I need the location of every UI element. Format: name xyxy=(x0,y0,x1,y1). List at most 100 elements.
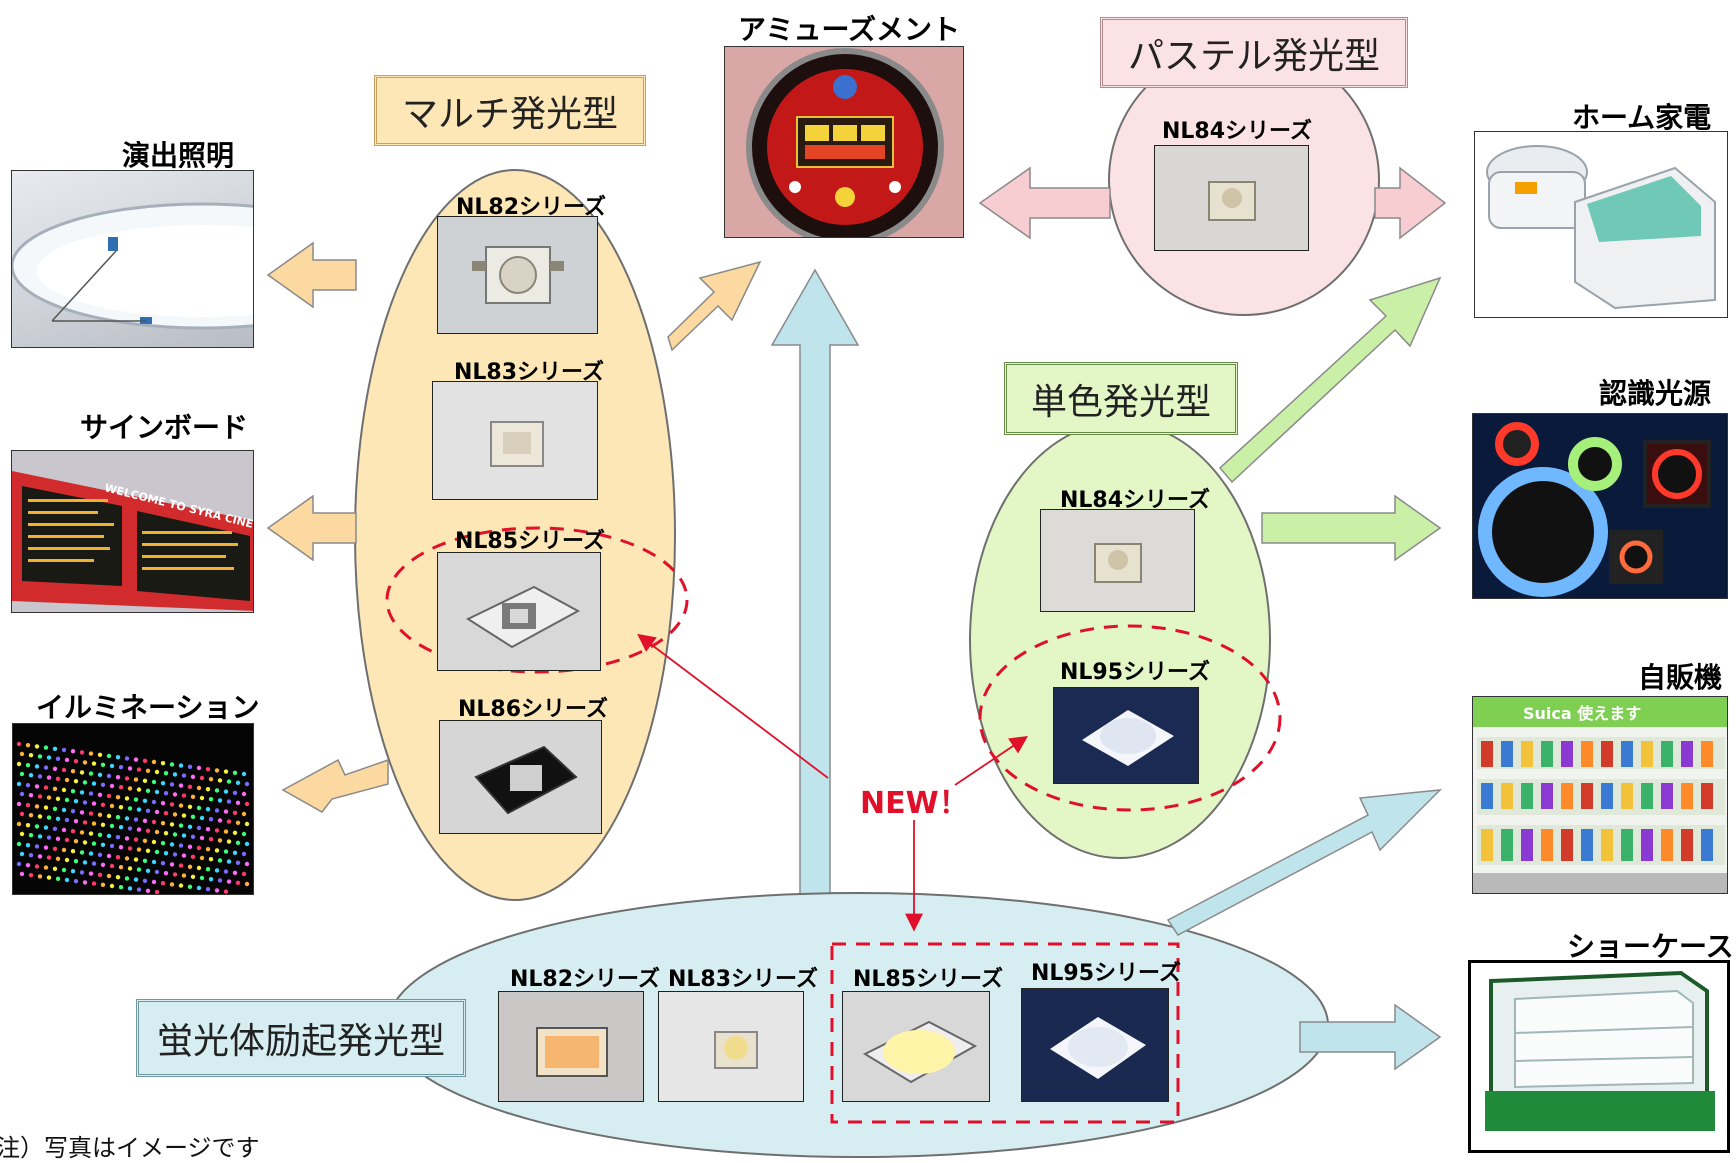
led-dot xyxy=(88,771,94,776)
led-dot xyxy=(244,841,250,847)
category-pastel-label: パステル発光型 xyxy=(1127,35,1380,77)
led-dot xyxy=(97,752,103,757)
photo-home-appliance xyxy=(1474,131,1728,318)
led-dot xyxy=(91,801,97,806)
led-dot xyxy=(223,869,229,874)
arrow-pastel-to-amusement xyxy=(978,166,1111,240)
led-dot xyxy=(61,787,67,793)
led-dot xyxy=(223,849,229,854)
led-dot xyxy=(196,885,202,891)
led-dot xyxy=(46,795,52,800)
led-dot xyxy=(145,788,151,793)
led-dot xyxy=(106,833,112,839)
led-dot xyxy=(217,818,223,823)
led-dot xyxy=(28,773,34,778)
vending-item xyxy=(1481,741,1493,767)
led-dot xyxy=(124,876,130,881)
led-dot xyxy=(154,769,160,775)
led-dot xyxy=(73,779,79,784)
led-dot xyxy=(82,760,88,765)
led-dot xyxy=(199,775,205,781)
led-dot xyxy=(187,764,193,769)
led-dot xyxy=(178,883,184,888)
pastel-part-photo-1 xyxy=(1154,145,1309,251)
arrow-multi-to-signboard xyxy=(266,494,357,562)
app-title-showcase: ショーケース xyxy=(1567,930,1734,963)
led-dot xyxy=(145,888,151,893)
vending-item xyxy=(1521,829,1533,861)
vending-item xyxy=(1621,783,1633,809)
led-dot xyxy=(25,843,31,848)
led-dot xyxy=(52,826,58,831)
led-dot xyxy=(55,756,61,761)
led-dot xyxy=(232,790,238,795)
photo-illumination xyxy=(12,723,254,895)
led-dot xyxy=(187,784,193,789)
led-dot xyxy=(73,759,79,764)
led-dot xyxy=(34,744,40,749)
led-dot xyxy=(25,863,31,868)
led-dot xyxy=(61,807,67,813)
led-dot xyxy=(37,794,43,799)
led-dot xyxy=(187,824,193,829)
vending-item xyxy=(1601,741,1613,767)
led-dot xyxy=(82,840,88,845)
led-dot xyxy=(109,763,115,769)
led-dot xyxy=(55,876,61,881)
led-dot xyxy=(73,879,79,884)
led-dot xyxy=(205,827,211,832)
led-dot xyxy=(142,778,148,783)
led-nl85-image xyxy=(465,585,581,649)
led-dot xyxy=(151,859,157,865)
led-dot xyxy=(100,882,106,887)
led-dot xyxy=(142,858,148,863)
led-pastel-nl84-image xyxy=(1208,181,1256,221)
led-dot xyxy=(55,776,61,781)
led-dot xyxy=(43,765,49,770)
photo-amusement xyxy=(724,46,964,238)
photo-note: 注）写真はイメージです xyxy=(0,1134,260,1162)
led-dot xyxy=(142,798,148,803)
led-dot xyxy=(91,821,97,826)
led-dot xyxy=(43,805,49,810)
led-dot xyxy=(232,850,238,855)
vending-item xyxy=(1701,741,1713,767)
led-dot xyxy=(136,807,142,812)
led-dot xyxy=(232,810,238,815)
category-single-label: 単色発光型 xyxy=(1030,381,1211,423)
led-dot xyxy=(16,761,22,767)
app-title-home-appliance: ホーム家電 xyxy=(1572,101,1712,134)
led-dot xyxy=(160,821,166,826)
multi-part-photo-3 xyxy=(437,552,601,671)
led-dot xyxy=(19,791,25,797)
led-dot xyxy=(217,798,223,803)
led-dot xyxy=(169,802,175,807)
led-dot xyxy=(70,769,76,774)
home-appliance-image xyxy=(1486,145,1716,310)
multi-part-label-4: NL86シリーズ xyxy=(458,697,608,722)
phosphor-part-label-2: NL83シリーズ xyxy=(668,967,818,992)
vending-item xyxy=(1621,829,1633,861)
led-dot xyxy=(217,778,223,783)
photo-vending-machine: Suica 使えます xyxy=(1472,696,1728,894)
led-dot xyxy=(226,839,232,844)
photo-signboard: WELCOME TO SYRA CINEMA xyxy=(11,450,254,613)
led-dot xyxy=(241,871,247,877)
led-dot xyxy=(43,785,49,790)
led-dot xyxy=(214,868,220,873)
led-dot xyxy=(223,789,229,794)
led-dot xyxy=(133,877,139,882)
led-dot xyxy=(109,863,115,869)
single-part-label-2: NL95シリーズ xyxy=(1060,660,1210,685)
led-dot xyxy=(64,837,70,843)
category-single-box: 単色発光型 xyxy=(1004,362,1238,435)
led-dot xyxy=(160,801,166,806)
led-dot xyxy=(115,775,121,780)
led-dot xyxy=(106,853,112,859)
led-dot xyxy=(61,867,67,873)
led-dot xyxy=(127,806,133,811)
arrow-pastel-to-home xyxy=(1374,166,1447,240)
led-dot xyxy=(19,851,25,857)
led-dot xyxy=(88,751,94,756)
